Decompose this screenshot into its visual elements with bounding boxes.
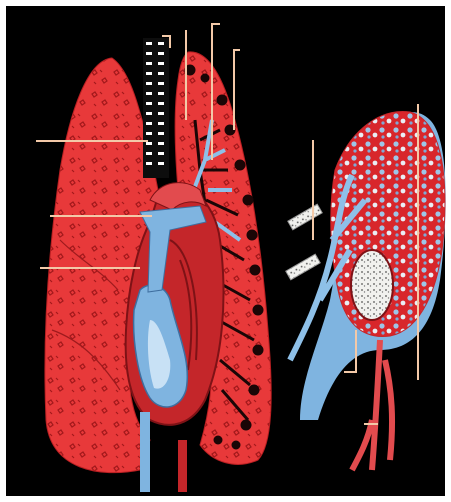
aorta (178, 440, 187, 492)
alveolus-cross-section (351, 250, 393, 320)
trachea (143, 38, 169, 178)
vena-cava (140, 412, 150, 492)
